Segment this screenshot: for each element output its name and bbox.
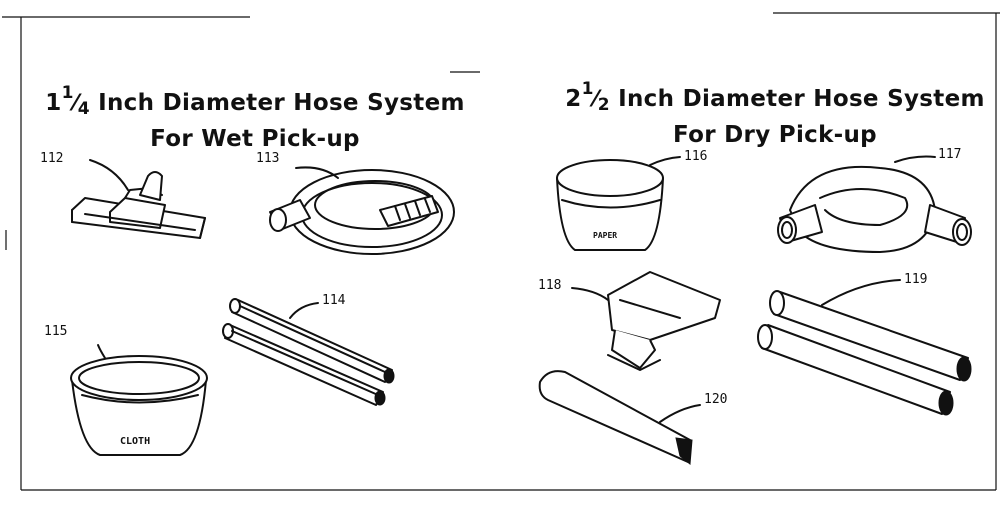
- cloth-bag-115-icon: [70, 344, 208, 456]
- right-title-rest: Inch Diameter Hose System: [618, 86, 985, 112]
- left-title-num: 1: [61, 83, 74, 103]
- upholstery-tool-118-icon: [571, 271, 721, 371]
- left-title-rest: Inch Diameter Hose System: [98, 90, 465, 116]
- right-title-line1: 21⁄2 Inch Diameter Hose System: [565, 79, 985, 115]
- part-label-113: 113: [256, 151, 280, 166]
- part-label-112: 112: [40, 151, 64, 166]
- crevice-tool-120-icon: [538, 370, 701, 465]
- paper-filter-116-icon: [556, 156, 681, 251]
- right-title: 21⁄2 Inch Diameter Hose System For Dry P…: [560, 74, 990, 150]
- cloth-bag-label: CLOTH: [120, 436, 151, 447]
- part-label-116: 116: [684, 149, 708, 164]
- part-label-117: 117: [938, 147, 962, 162]
- coiled-hose-117-icon: [777, 155, 972, 253]
- part-label-119: 119: [904, 272, 928, 287]
- part-label-118: 118: [538, 278, 562, 293]
- part-label-120: 120: [704, 392, 728, 407]
- floor-nozzle-112-icon: [71, 159, 206, 239]
- right-title-whole: 2: [565, 86, 582, 112]
- part-label-115: 115: [44, 324, 68, 339]
- wand-pair-114-icon: [222, 298, 395, 406]
- left-title-whole: 1: [45, 90, 62, 116]
- left-title: 11⁄4 Inch Diameter Hose System For Wet P…: [40, 78, 470, 154]
- frame: [2, 12, 1000, 491]
- left-title-line1: 11⁄4 Inch Diameter Hose System: [45, 83, 465, 119]
- paper-bag-label: PAPER: [593, 231, 618, 240]
- right-title-line2: For Dry Pick-up: [673, 122, 877, 148]
- left-title-line2: For Wet Pick-up: [150, 126, 360, 152]
- part-label-114: 114: [322, 293, 346, 308]
- right-title-den: 2: [597, 95, 610, 115]
- left-title-den: 4: [77, 99, 90, 119]
- right-title-num: 1: [581, 79, 594, 99]
- coiled-hose-113-icon: [269, 166, 455, 255]
- wand-pair-119-icon: [757, 279, 972, 416]
